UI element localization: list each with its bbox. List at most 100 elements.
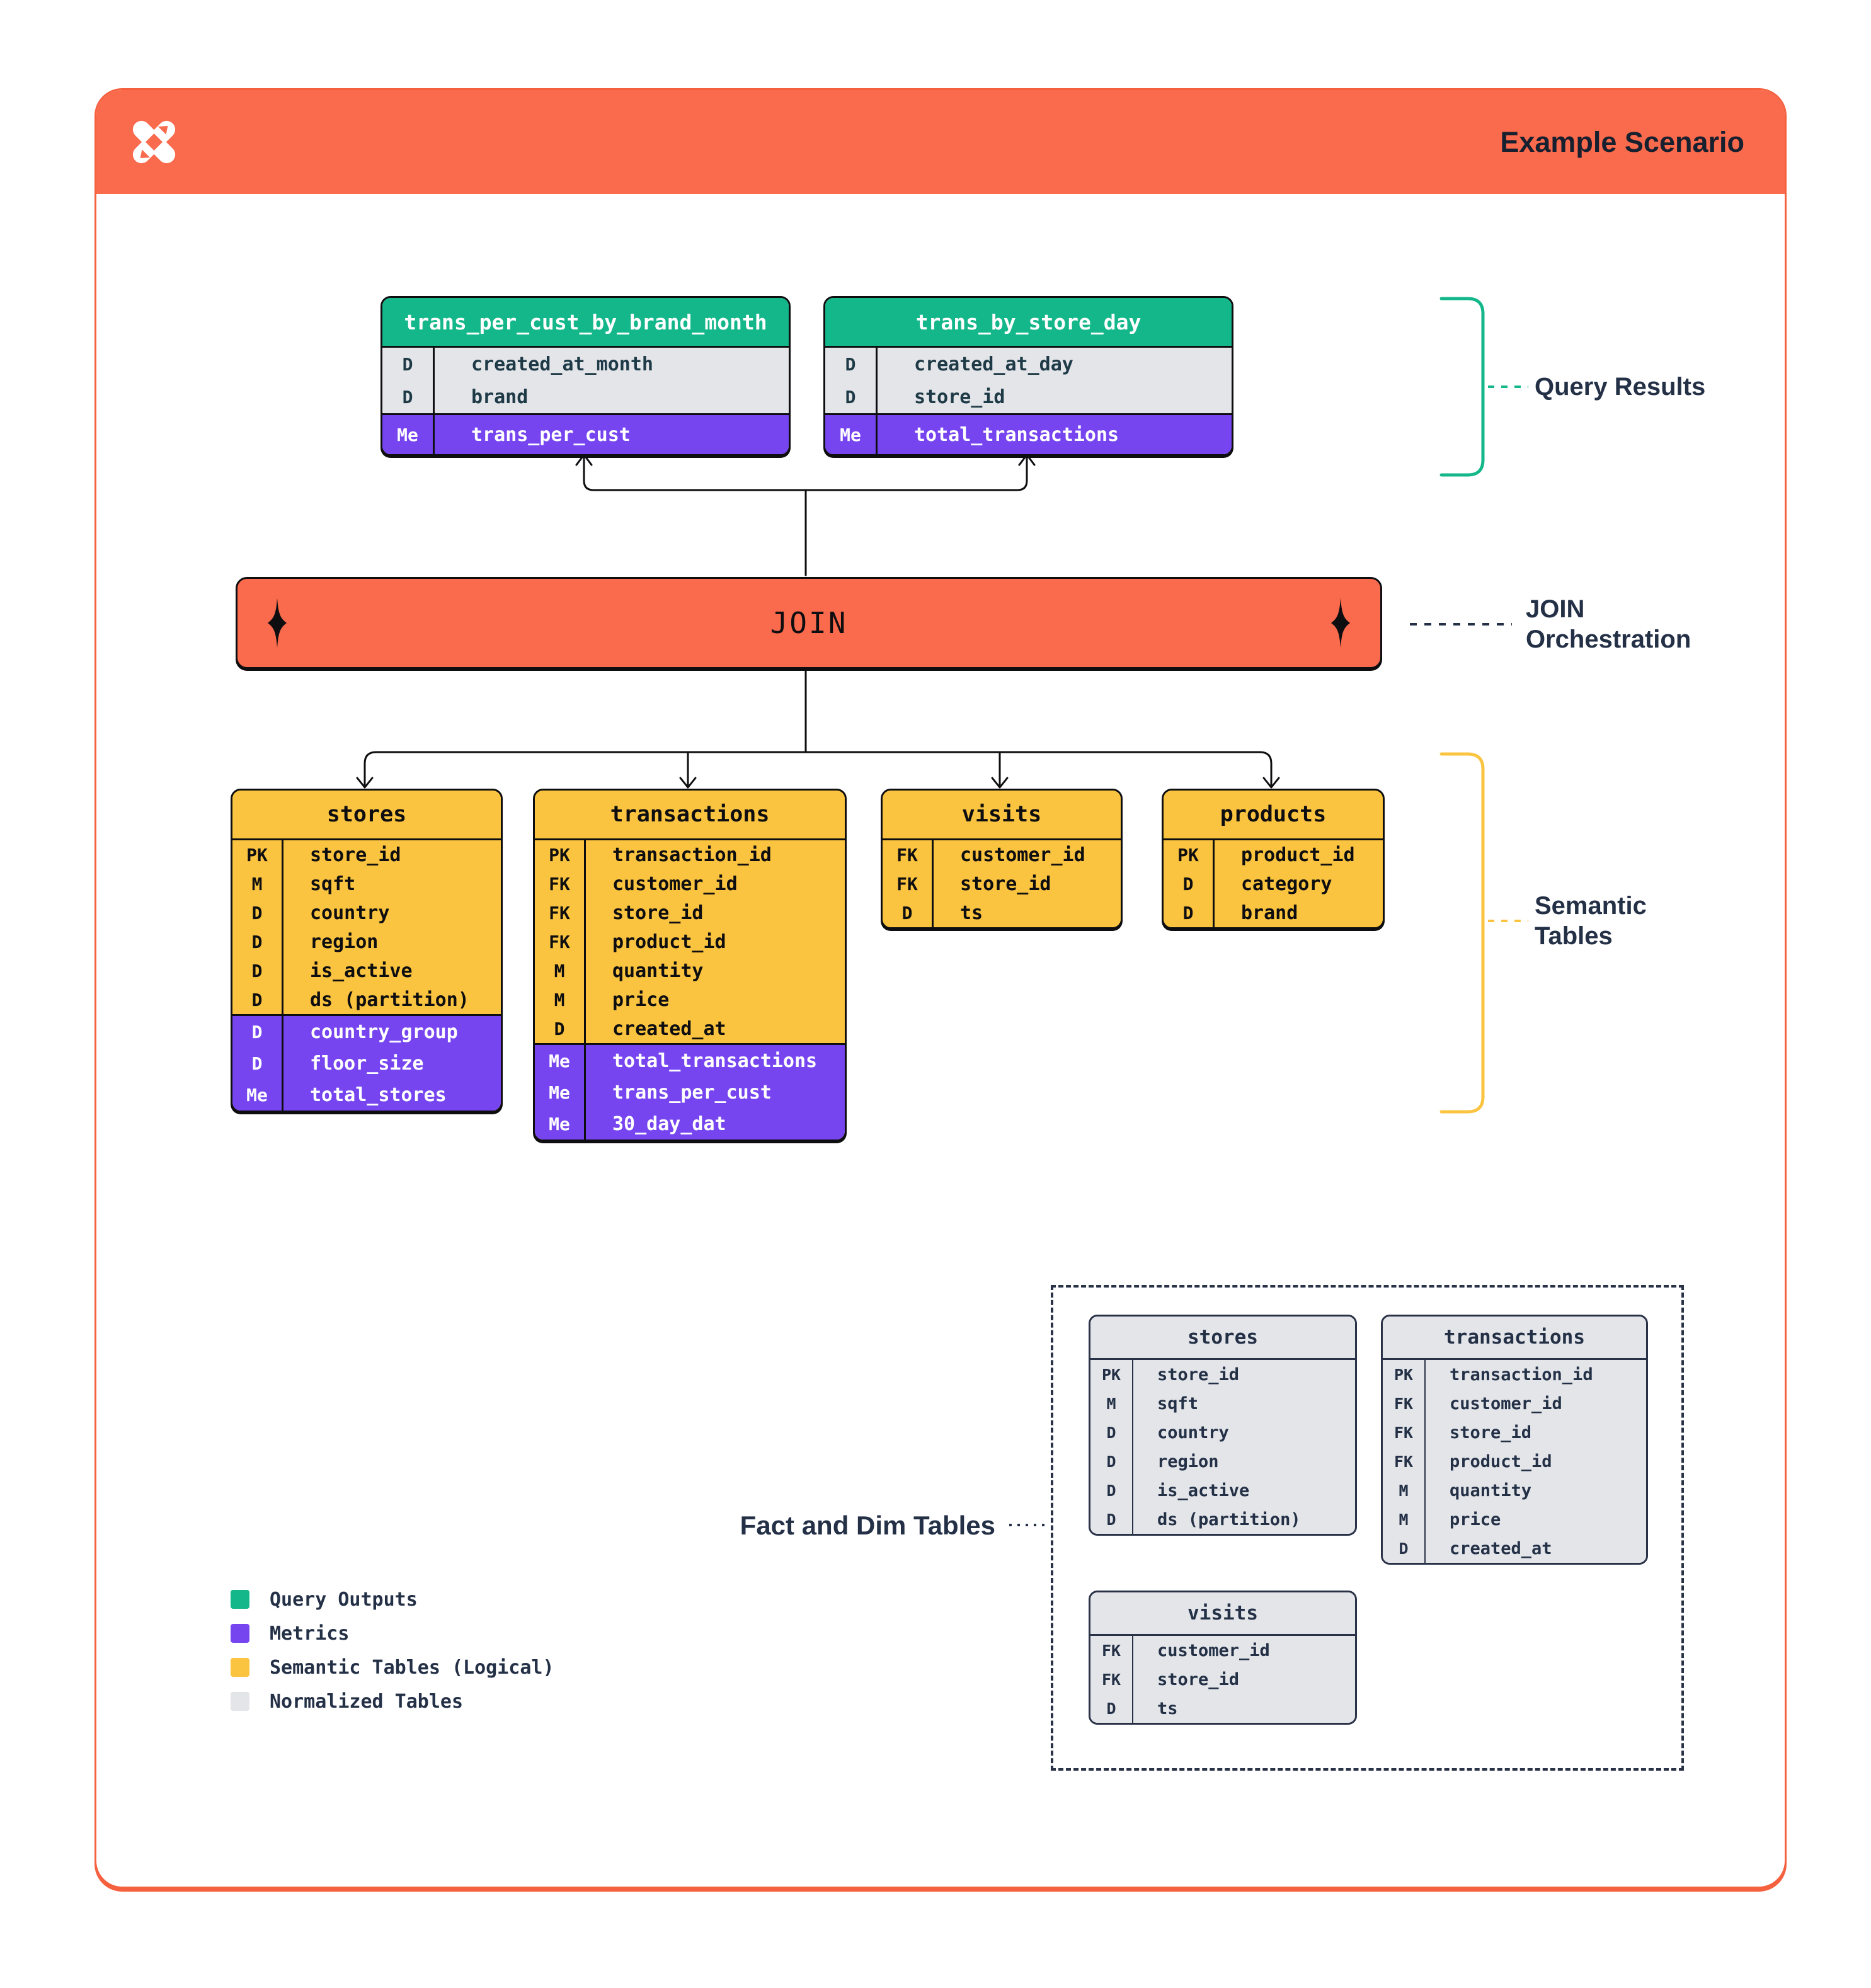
key-badge: FK bbox=[535, 927, 586, 956]
key-badge: D bbox=[1164, 898, 1215, 927]
table-row: Me total_transactions bbox=[535, 1045, 845, 1077]
column-name: customer_id bbox=[1450, 1393, 1562, 1414]
semantic-tables-label-line1: Semantic bbox=[1535, 892, 1647, 920]
key-badge: D bbox=[1164, 869, 1215, 898]
key-badge: M bbox=[535, 985, 586, 1014]
key-badge: M bbox=[1383, 1476, 1426, 1505]
column-name: created_at_day bbox=[914, 353, 1073, 375]
legend-swatch-query-outputs bbox=[231, 1590, 249, 1609]
column-name: ts bbox=[960, 901, 983, 924]
key-badge: FK bbox=[1090, 1636, 1133, 1665]
key-badge: D bbox=[825, 348, 878, 380]
key-badge: D bbox=[232, 927, 283, 956]
legend-item: Semantic Tables (Logical) bbox=[231, 1657, 554, 1679]
key-badge: PK bbox=[1164, 840, 1215, 869]
key-badge: FK bbox=[1383, 1418, 1426, 1447]
key-badge: FK bbox=[1383, 1447, 1426, 1476]
join-orchestration-bar: JOIN bbox=[236, 577, 1382, 669]
key-badge: D bbox=[232, 1048, 283, 1079]
table-row: FK product_id bbox=[535, 927, 845, 956]
key-badge: FK bbox=[1090, 1665, 1133, 1694]
table-header: stores bbox=[1090, 1317, 1355, 1360]
key-badge: PK bbox=[1090, 1360, 1133, 1389]
legend-label: Metrics bbox=[270, 1622, 350, 1645]
column-name: ds (partition) bbox=[310, 988, 469, 1011]
key-badge: Me bbox=[535, 1077, 586, 1108]
key-badge: Me bbox=[535, 1045, 586, 1077]
join-orchestration-label-line1: JOIN bbox=[1526, 595, 1585, 623]
table-header: visits bbox=[883, 791, 1121, 840]
column-name: total_transactions bbox=[914, 423, 1119, 446]
join-orchestration-label: JOIN Orchestration bbox=[1526, 594, 1691, 654]
column-name: product_id bbox=[612, 930, 726, 953]
legend-swatch-normalized-tables bbox=[231, 1692, 249, 1711]
key-badge: PK bbox=[1383, 1360, 1426, 1389]
table-row: Me trans_per_cust bbox=[535, 1077, 845, 1108]
column-name: country bbox=[1157, 1422, 1229, 1442]
normalized-tables-container bbox=[1051, 1285, 1684, 1771]
legend: Query Outputs Metrics Semantic Tables (L… bbox=[231, 1589, 554, 1726]
column-name: customer_id bbox=[1157, 1640, 1270, 1660]
column-name: store_id bbox=[960, 872, 1051, 895]
key-badge: M bbox=[1090, 1389, 1133, 1418]
key-badge: Me bbox=[535, 1108, 586, 1140]
column-name: store_id bbox=[1157, 1669, 1240, 1689]
key-badge: D bbox=[232, 956, 283, 985]
legend-item: Metrics bbox=[231, 1622, 554, 1645]
column-name: store_id bbox=[914, 386, 1005, 408]
column-name: is_active bbox=[310, 959, 413, 982]
column-name: trans_per_cust bbox=[612, 1081, 772, 1104]
table-header: visits bbox=[1090, 1592, 1355, 1636]
semantic-tables-label-line2: Tables bbox=[1535, 922, 1613, 950]
key-badge: D bbox=[1383, 1534, 1426, 1563]
column-name: sqft bbox=[1157, 1393, 1199, 1414]
legend-item: Query Outputs bbox=[231, 1589, 554, 1611]
column-name: customer_id bbox=[960, 843, 1085, 866]
column-name: price bbox=[1450, 1509, 1501, 1529]
column-name: total_transactions bbox=[612, 1049, 818, 1072]
key-badge: D bbox=[1090, 1694, 1133, 1723]
key-badge: D bbox=[232, 898, 283, 927]
legend-item: Normalized Tables bbox=[231, 1691, 554, 1713]
join-label: JOIN bbox=[770, 606, 848, 640]
column-name: floor_size bbox=[310, 1052, 424, 1075]
key-badge: D bbox=[232, 985, 283, 1014]
key-badge: D bbox=[382, 380, 435, 413]
key-badge: D bbox=[1090, 1505, 1133, 1534]
join-orchestration-label-line2: Orchestration bbox=[1526, 626, 1691, 653]
key-badge: D bbox=[1090, 1476, 1133, 1505]
